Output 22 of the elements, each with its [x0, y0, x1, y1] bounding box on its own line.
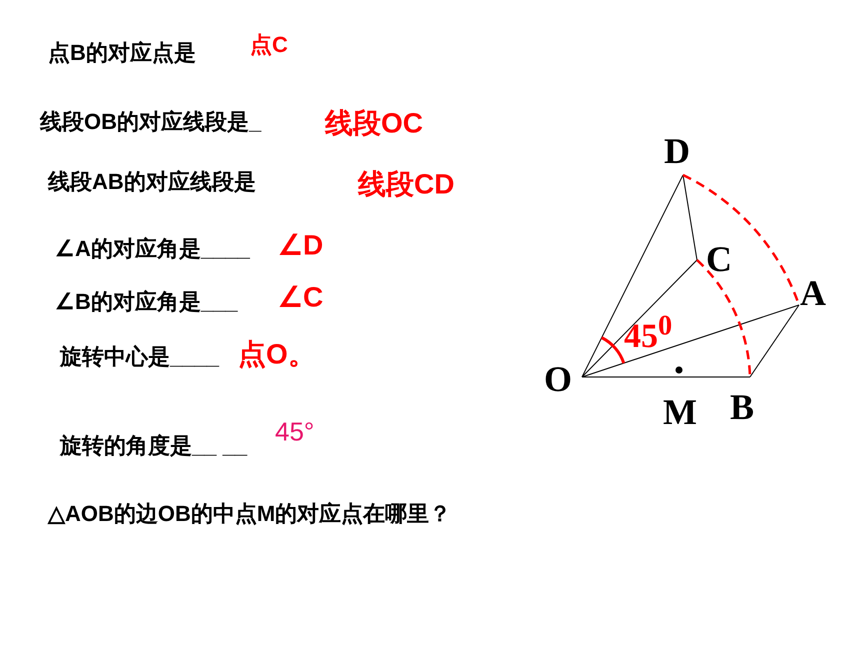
answer-text: 线段CD — [358, 170, 454, 200]
statement-text: 线段AB的对应线段是 — [48, 170, 256, 194]
angle-label: 45$^{0}$ — [624, 310, 672, 356]
answer-text: 45° — [275, 418, 314, 446]
point-label: A — [800, 274, 826, 314]
answer-text: 线段OC — [325, 108, 423, 140]
answer-text: ∠C — [278, 282, 324, 314]
statement-text: ∠B的对应角是___ — [55, 290, 238, 314]
answer-text: 点C — [250, 32, 288, 58]
point-label: O — [544, 360, 572, 400]
point-label: B — [730, 388, 754, 428]
statement-text: 旋转中心是____ — [60, 344, 219, 370]
answer-text: ∠D — [278, 230, 324, 262]
point-label: D — [664, 132, 690, 172]
statement-text: 点B的对应点是 — [48, 40, 196, 66]
question-text: △AOB的边OB的中点M的对应点在哪里？ — [48, 502, 452, 526]
answer-text: 点O。 — [238, 340, 316, 370]
statement-text: 线段OB的对应线段是_ — [40, 110, 262, 134]
point-label: M — [663, 393, 697, 433]
point-label: C — [706, 240, 732, 280]
statement-text: 旋转的角度是__ __ — [60, 434, 248, 458]
statement-text: ∠A的对应角是____ — [55, 236, 250, 262]
